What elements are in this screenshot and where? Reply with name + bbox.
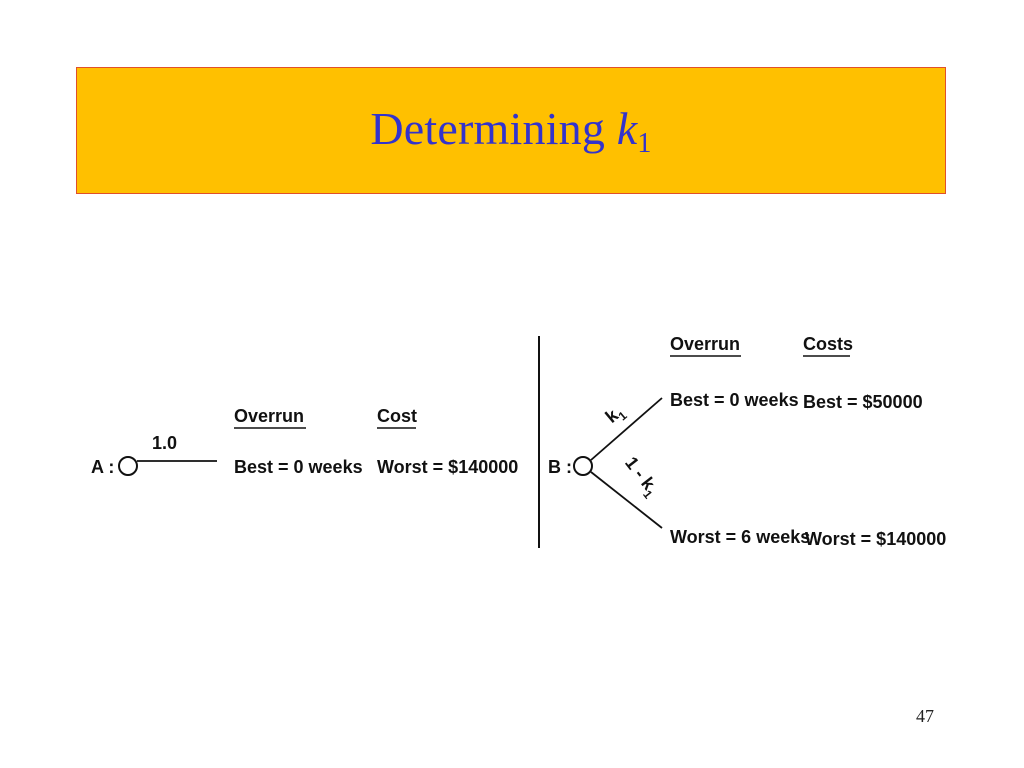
- node-b-upper-branch: [590, 397, 663, 461]
- title-banner: Determining k1: [76, 67, 946, 194]
- left-overrun-header: Overrun: [234, 406, 304, 426]
- upper-overrun-value: Best = 0 weeks: [670, 390, 799, 410]
- lower-prob-label: 1 - k1: [618, 453, 663, 502]
- title-subscript: 1: [637, 127, 652, 159]
- page-number: 47: [916, 706, 934, 726]
- node-a-label: A :: [91, 457, 114, 477]
- left-overrun-value: Best = 0 weeks: [234, 457, 363, 477]
- lower-cost-value: Worst = $140000: [805, 529, 946, 549]
- node-b-circle: [573, 456, 593, 476]
- right-overrun-header: Overrun: [670, 334, 740, 354]
- node-a-prob: 1.0: [152, 433, 177, 453]
- node-b-lower-branch: [590, 471, 663, 529]
- lower-overrun-value: Worst = 6 weeks: [670, 527, 810, 547]
- left-cost-value: Worst = $140000: [377, 457, 518, 477]
- title-text: Determining: [370, 102, 617, 154]
- upper-prob-label: k1: [601, 401, 629, 430]
- node-b-label: B :: [548, 457, 572, 477]
- left-cost-header: Cost: [377, 406, 417, 426]
- slide-title: Determining k1: [370, 102, 651, 160]
- node-a-circle: [118, 456, 138, 476]
- upper-cost-value: Best = $50000: [803, 392, 923, 412]
- right-costs-header: Costs: [803, 334, 853, 354]
- title-variable: k: [616, 102, 638, 154]
